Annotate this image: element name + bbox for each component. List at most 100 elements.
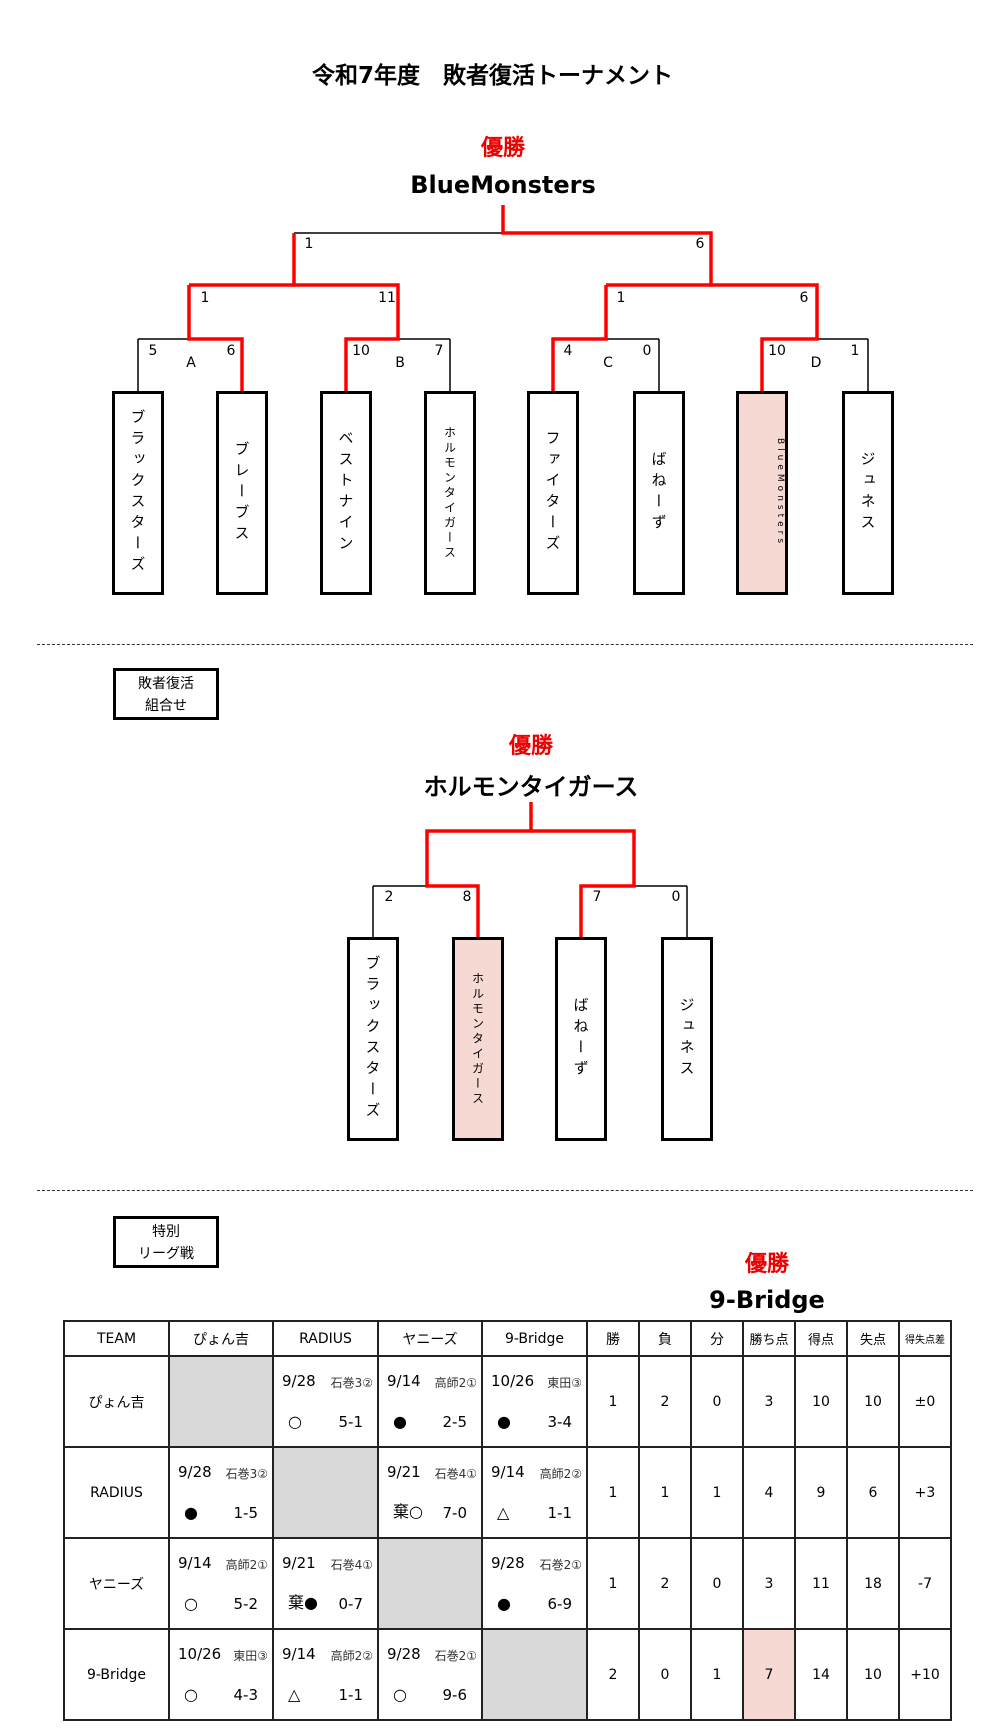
stat-cell: 7 — [742, 1628, 796, 1721]
stat-cell: 6 — [846, 1446, 900, 1539]
match-score: 5-1 — [338, 1413, 364, 1431]
r1-score: 10 — [352, 343, 370, 359]
match-score: 7-0 — [442, 1504, 468, 1522]
column-header: 負 — [638, 1320, 692, 1357]
r1-score: 1 — [850, 343, 860, 359]
match-score: 1-1 — [338, 1686, 364, 1704]
match-score: 0-7 — [338, 1595, 364, 1613]
stat-cell: 1 — [690, 1446, 744, 1539]
team-box: ブラックスターズ — [347, 937, 399, 1141]
column-header: 得失点差 — [898, 1320, 952, 1357]
match-date: 9/14 — [282, 1645, 316, 1663]
stat-cell: 14 — [794, 1628, 848, 1721]
stat-cell: ±0 — [898, 1355, 952, 1448]
blank-cell — [272, 1446, 379, 1539]
match-result: ○ — [184, 1594, 198, 1613]
score: 7 — [592, 889, 602, 905]
stat-cell: 2 — [638, 1355, 692, 1448]
champion-name: 9-Bridge — [709, 1286, 825, 1314]
section-label-line: 組合せ — [145, 698, 187, 714]
champion-name: ホルモンタイガース — [423, 773, 639, 801]
team-name: RADIUS — [63, 1446, 170, 1539]
match-date: 9/14 — [387, 1372, 421, 1390]
stat-cell: 10 — [794, 1355, 848, 1448]
semi-score: 1 — [616, 290, 626, 306]
match-score: 2-5 — [442, 1413, 468, 1431]
section-label-line: リーグ戦 — [138, 1246, 194, 1262]
stat-cell: 10 — [846, 1355, 900, 1448]
blank-cell — [168, 1355, 274, 1448]
column-header: 分 — [690, 1320, 744, 1357]
column-header: 勝 — [586, 1320, 640, 1357]
section-label-line: 特別 — [152, 1224, 180, 1240]
match-venue: 東田③ — [547, 1376, 582, 1390]
r1-score: 10 — [768, 343, 786, 359]
match-result: 棄● — [288, 1593, 318, 1612]
match-result: ● — [497, 1412, 511, 1431]
section-divider — [37, 644, 973, 645]
team-box: ばねーず — [555, 937, 607, 1141]
match-date: 10/26 — [491, 1372, 535, 1390]
section-divider — [37, 1190, 973, 1191]
stat-cell: 2 — [638, 1537, 692, 1630]
semi-score: 1 — [200, 290, 210, 306]
team-box: ブラックスターズ — [112, 391, 164, 595]
match-cell: 10/26 東田③ ● 3-4 — [481, 1355, 588, 1448]
match-score: 1-5 — [233, 1504, 259, 1522]
page-title: 令和7年度 敗者復活トーナメント — [311, 63, 673, 89]
match-result: △ — [288, 1685, 301, 1704]
stat-cell: +10 — [898, 1628, 952, 1721]
match-date: 9/21 — [387, 1463, 421, 1481]
team-box-winner: ホルモンタイガース — [452, 937, 504, 1141]
match-venue: 石巻4① — [434, 1467, 477, 1481]
team-box: ブレーブス — [216, 391, 268, 595]
match-venue: 石巻3② — [330, 1376, 373, 1390]
column-header: TEAM — [63, 1320, 170, 1357]
match-date: 9/14 — [178, 1554, 212, 1572]
semi-score: 6 — [799, 290, 809, 306]
stat-cell: 1 — [586, 1355, 640, 1448]
column-header: ヤニーズ — [377, 1320, 483, 1357]
league-section-label: 特別 リーグ戦 — [113, 1216, 219, 1268]
match-score: 3-4 — [547, 1413, 573, 1431]
column-header: RADIUS — [272, 1320, 379, 1357]
score: 8 — [462, 889, 472, 905]
match-result: ● — [393, 1412, 407, 1431]
team-name: 9-Bridge — [63, 1628, 170, 1721]
match-date: 9/28 — [178, 1463, 212, 1481]
team-box: ホルモンタイガース — [424, 391, 476, 595]
r1-score: 0 — [642, 343, 652, 359]
stat-cell: 0 — [638, 1628, 692, 1721]
column-header: 勝ち点 — [742, 1320, 796, 1357]
stat-cell: -7 — [898, 1537, 952, 1630]
match-result: ● — [184, 1503, 198, 1522]
match-date: 10/26 — [178, 1645, 222, 1663]
match-score: 5-2 — [233, 1595, 259, 1613]
team-box: ファイターズ — [527, 391, 579, 595]
section-label-line: 敗者復活 — [138, 676, 194, 692]
stat-cell: 11 — [794, 1537, 848, 1630]
r1-score: 5 — [148, 343, 158, 359]
match-venue: 東田③ — [233, 1649, 268, 1663]
champion-name: BlueMonsters — [410, 171, 596, 199]
match-score: 1-1 — [547, 1504, 573, 1522]
